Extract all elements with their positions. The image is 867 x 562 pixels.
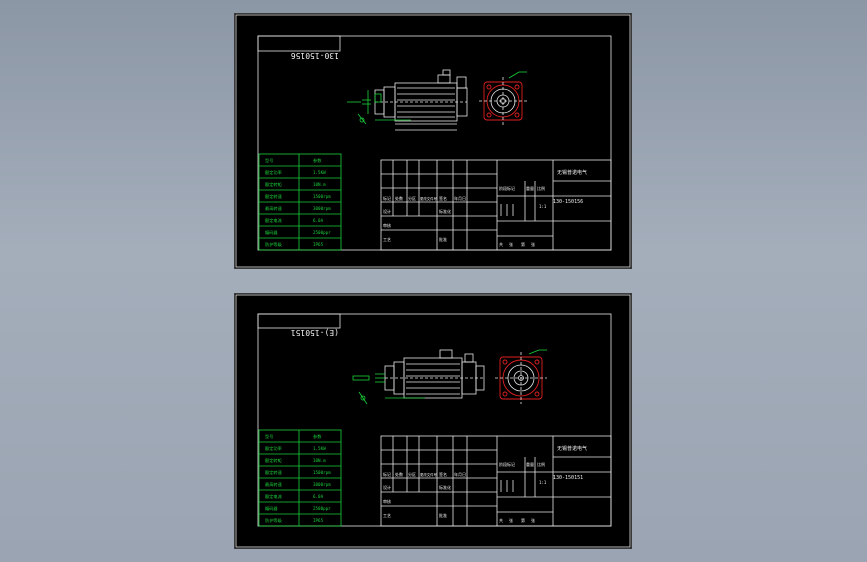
rev-doc: 更改文件号 [420, 196, 438, 201]
sheet-unit-2: 张 [531, 517, 535, 523]
side-view-dimensions [352, 373, 425, 405]
spec-key: 最高转速 [265, 205, 283, 212]
spec-value: 10N.m [313, 182, 326, 187]
rev-count: 处数 [395, 195, 403, 201]
drawing-model: 130-150151 [553, 475, 583, 481]
spec-key: 额定转速 [265, 193, 283, 200]
sheet-1-canvas: 130-150156 [235, 14, 631, 268]
rev-date: 年月日 [454, 195, 466, 201]
inner-frame [257, 35, 612, 251]
sheet-total: 共 [499, 517, 503, 523]
approve-cell: 批准 [439, 512, 447, 518]
role-process: 工艺 [383, 513, 391, 518]
motor-side-view [374, 69, 468, 125]
spec-value: 3000rpm [313, 482, 331, 487]
drawing-model: 130-150156 [553, 199, 583, 205]
spec-key: 额定转矩 [265, 181, 282, 188]
spec-value: 1500rpm [313, 194, 331, 199]
spec-key: 型号 [265, 157, 273, 164]
rev-count: 处数 [395, 471, 403, 477]
spec-key: 型号 [265, 433, 273, 440]
spec-value: 6.0A [313, 494, 324, 499]
scale-value: 1:1 [539, 480, 547, 485]
sheet-total: 共 [499, 241, 503, 247]
mirrored-drawing-number: 130-150156 [291, 51, 339, 60]
scale-value: 1:1 [539, 204, 547, 209]
weight-header: 重量 [526, 461, 534, 467]
spec-key: 额定电流 [265, 493, 283, 500]
rev-sign: 签名 [439, 471, 447, 477]
company-name: 无锡普诺电气 [557, 169, 587, 176]
spec-key: 额定功率 [265, 445, 282, 452]
sheet-unit-1: 张 [509, 241, 513, 247]
role-design: 设计 [383, 208, 391, 214]
weight-header: 重量 [526, 185, 534, 191]
rev-date: 年月日 [454, 471, 466, 477]
company-name: 无锡普诺电气 [557, 445, 587, 452]
spec-value: 1.5KW [313, 170, 326, 175]
stage-mark-header: 阶段标记 [499, 461, 515, 467]
rev-doc: 更改文件号 [420, 472, 438, 477]
motor-front-view [479, 71, 527, 125]
outer-frame [235, 14, 631, 268]
spec-key: 额定功率 [265, 169, 282, 176]
spec-value: 参数 [313, 157, 322, 164]
spec-value: IP65 [313, 242, 324, 247]
role-process: 工艺 [383, 237, 391, 242]
spec-key: 额定转矩 [265, 457, 282, 464]
spec-value: 2500ppr [313, 230, 331, 235]
sheet-2-canvas: (E)-150151 [235, 294, 631, 548]
spec-key: 编码器 [265, 505, 278, 512]
sheet-index: 第 [521, 241, 525, 247]
role-review: 审核 [383, 498, 391, 504]
side-view-dimensions [347, 90, 457, 131]
spec-value: 1500rpm [313, 470, 331, 475]
title-block [380, 435, 612, 527]
title-block [380, 159, 612, 251]
rev-sign: 签名 [439, 195, 447, 201]
spec-value: 2500ppr [313, 506, 331, 511]
rev-mark: 标记 [383, 471, 391, 477]
approve-cell: 批准 [439, 236, 447, 242]
stage-mark-header: 阶段标记 [499, 185, 515, 191]
std-cell: 标准化 [439, 484, 451, 490]
spec-table [258, 153, 342, 251]
spec-key: 防护等级 [265, 517, 283, 524]
label-box [257, 313, 341, 329]
drawing-sheet-1: 130-150156 [234, 13, 632, 269]
spec-key: 额定转速 [265, 469, 283, 476]
spec-value: 3000rpm [313, 206, 331, 211]
motor-front-view [495, 349, 547, 404]
sheet-unit-1: 张 [509, 517, 513, 523]
sheet-unit-2: 张 [531, 241, 535, 247]
rev-zone: 分区 [408, 471, 416, 477]
spec-value: 1.5KW [313, 446, 326, 451]
scale-header: 比例 [537, 461, 545, 467]
sheet-index: 第 [521, 517, 525, 523]
spec-key: 防护等级 [265, 241, 283, 248]
scale-header: 比例 [537, 185, 545, 191]
spec-value: 参数 [313, 433, 322, 440]
role-design: 设计 [383, 484, 391, 490]
label-box [257, 35, 341, 52]
rev-zone: 分区 [408, 195, 416, 201]
spec-table [258, 429, 342, 527]
spec-value: 10N.m [313, 458, 326, 463]
spec-key: 额定电流 [265, 217, 283, 224]
mirrored-drawing-number: (E)-150151 [291, 328, 339, 337]
std-cell: 标准化 [439, 208, 451, 214]
spec-value: 6.0A [313, 218, 324, 223]
role-review: 审核 [383, 222, 391, 228]
drawing-sheet-2: (E)-150151 [234, 293, 632, 549]
inner-frame [257, 313, 612, 527]
rev-mark: 标记 [383, 195, 391, 201]
spec-value: IP65 [313, 518, 324, 523]
spec-key: 最高转速 [265, 481, 283, 488]
motor-side-view [384, 349, 485, 399]
outer-frame [235, 294, 631, 548]
spec-key: 编码器 [265, 229, 278, 236]
